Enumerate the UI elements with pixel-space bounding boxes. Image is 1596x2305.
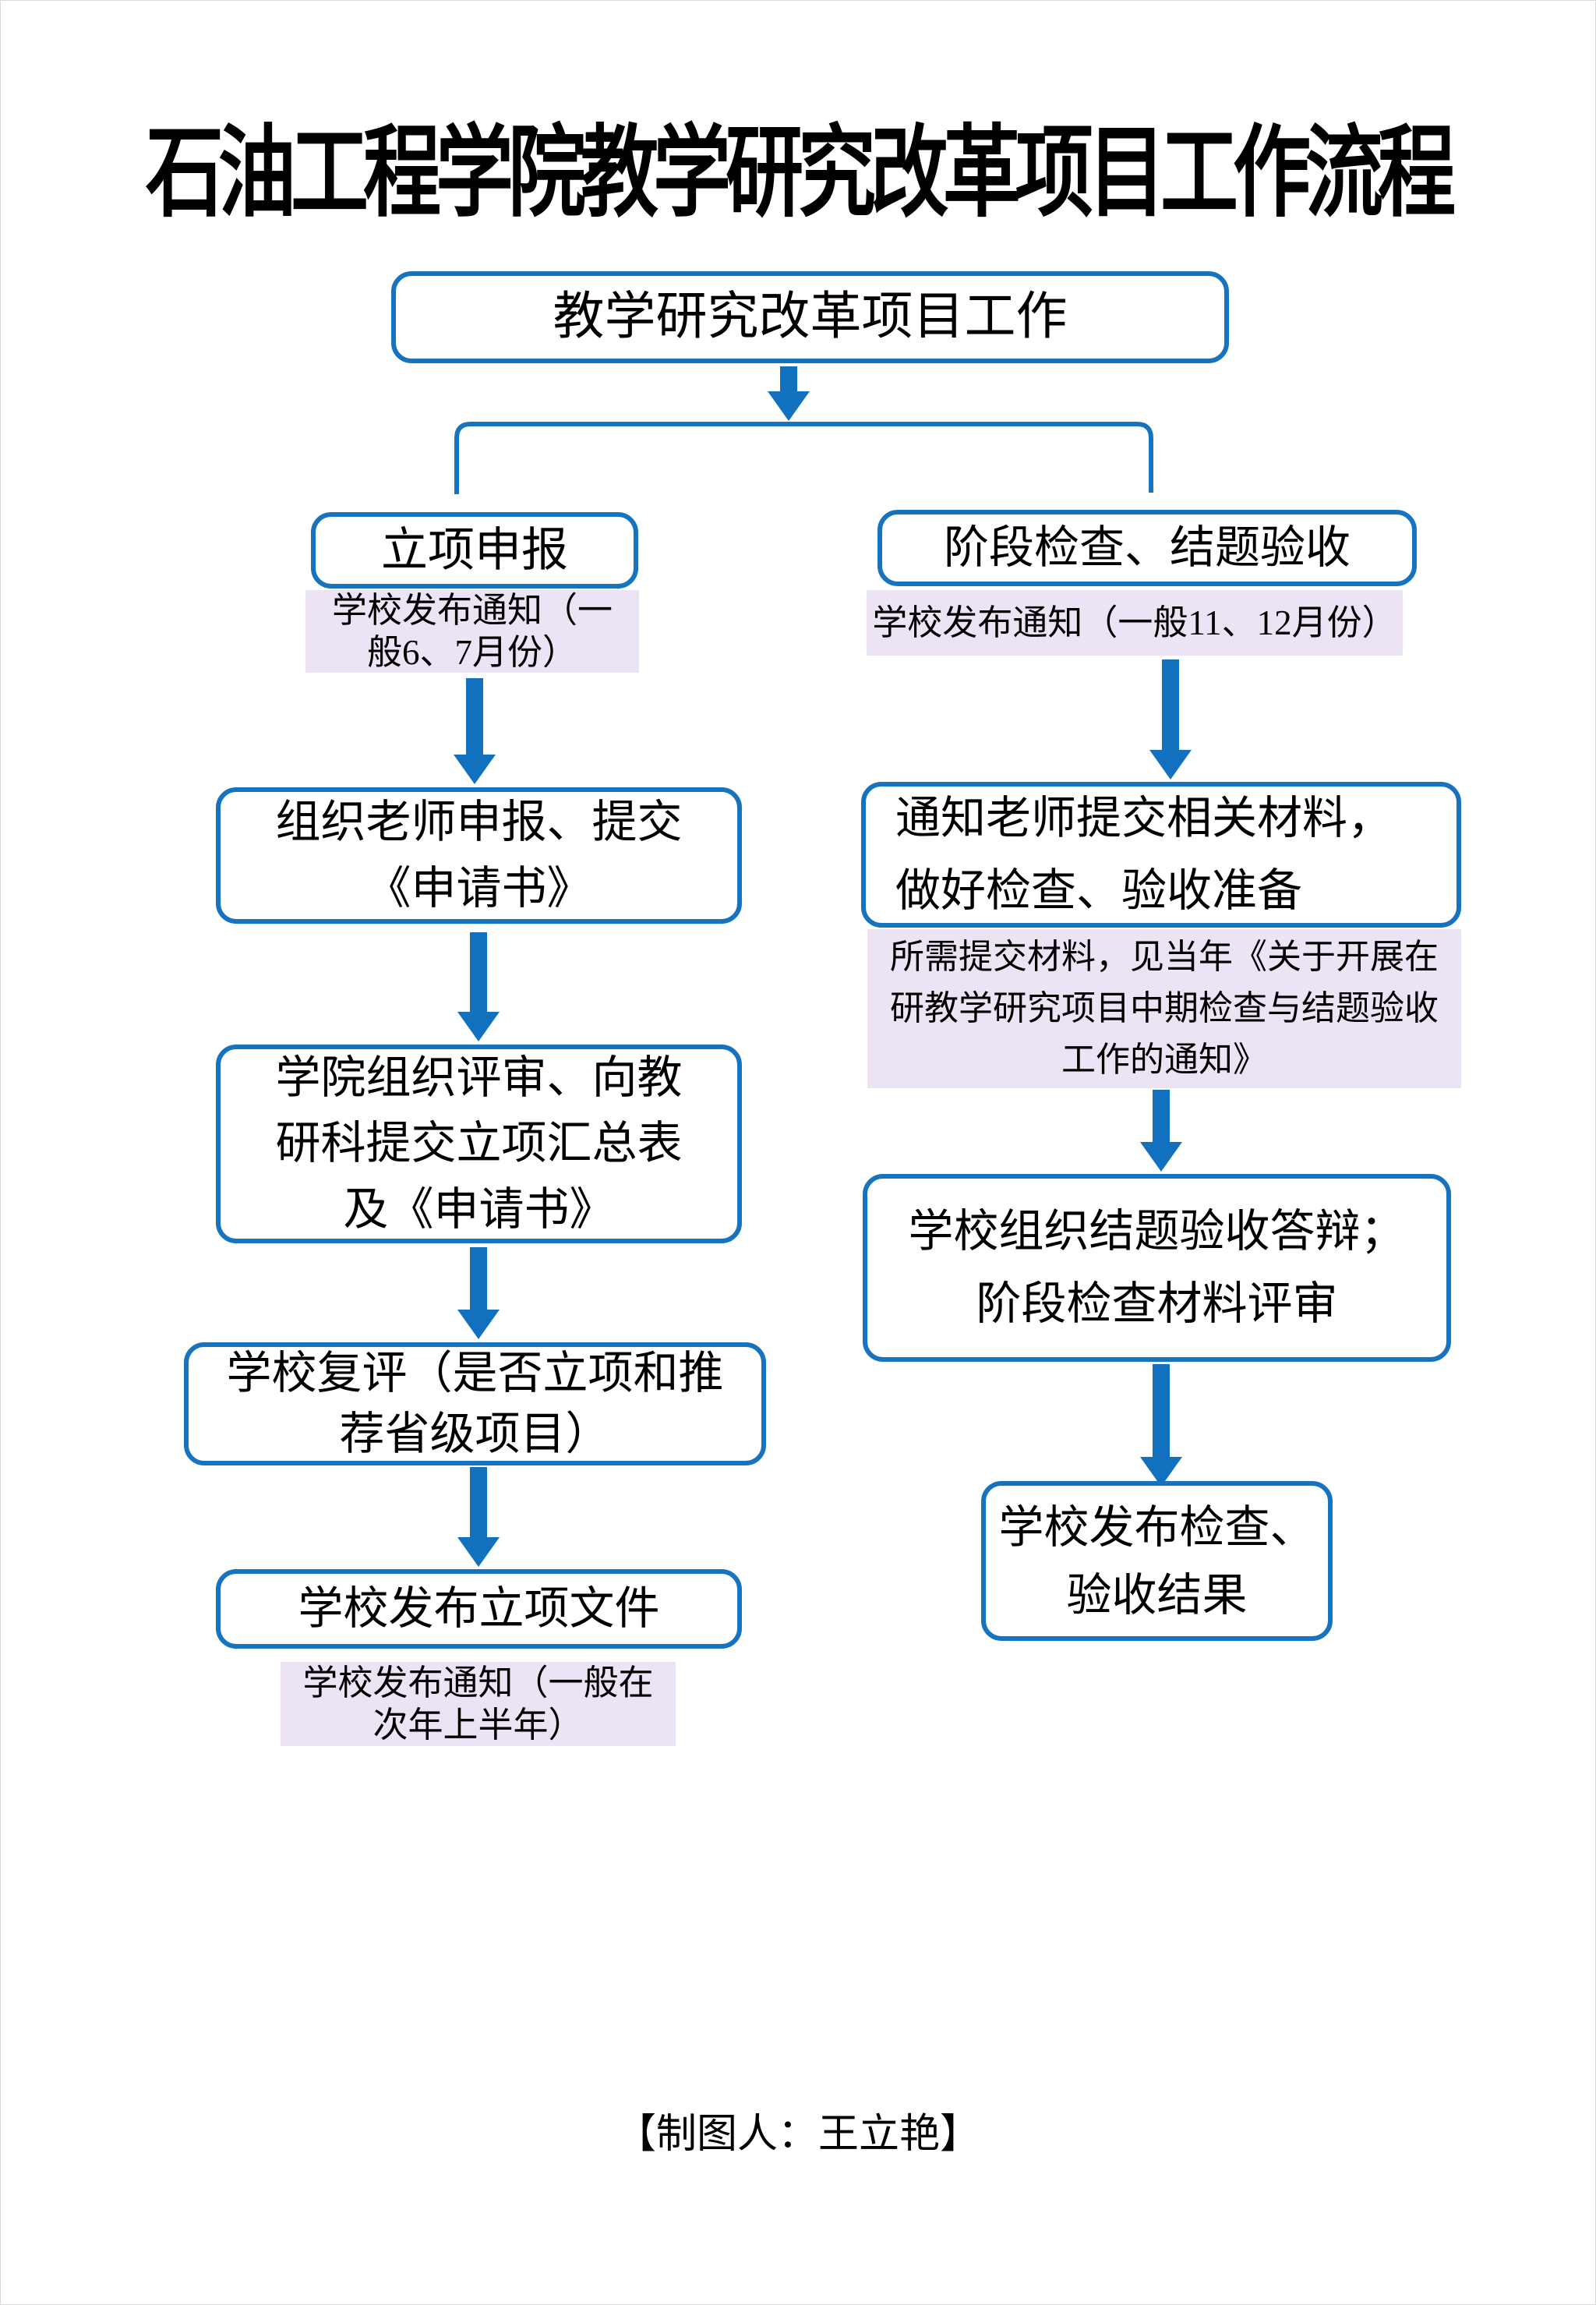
flow-box-right-notify-teachers-materials: 通知老师提交相关材料， 做好检查、验收准备 [861, 782, 1461, 928]
flow-box-left-school-re-review: 学校复评（是否立项和推 荐省级项目） [184, 1342, 766, 1465]
note-right-notice-nov-dec: 学校发布通知（一般11、12月份） [867, 590, 1403, 656]
flow-box-left-college-review-submit-summary: 学院组织评审、向教 研科提交立项汇总表 及《申请书》 [216, 1045, 742, 1243]
flow-arrow-left-3 [457, 1247, 500, 1339]
flow-box-left-organize-teachers-submit: 组织老师申报、提交 《申请书》 [216, 787, 742, 924]
flow-arrow-left-4 [457, 1467, 500, 1567]
note-right-required-materials: 所需提交材料，见当年《关于开展在 研教学研究项目中期检查与结题验收 工作的通知》 [867, 929, 1461, 1088]
flow-arrow-left-1 [454, 678, 496, 784]
flow-arrow-right-1 [1149, 659, 1192, 780]
flow-box-right-stage-check-acceptance: 阶段检查、结题验收 [877, 510, 1417, 586]
note-left-notice-jun-jul: 学校发布通知（一 般6、7月份） [305, 590, 639, 673]
page-title: 石油工程学院教学研究改革项目工作流程 [146, 117, 1456, 229]
flow-arrow-right-2 [1140, 1090, 1182, 1172]
flow-box-right-defense-review: 学校组织结题验收答辩； 阶段检查材料评审 [863, 1174, 1451, 1362]
flow-arrow-right-3 [1140, 1364, 1182, 1487]
branch-bracket [454, 422, 1153, 494]
flow-arrow-root [768, 366, 810, 421]
note-left-notice-next-year: 学校发布通知（一般在 次年上半年） [281, 1662, 676, 1746]
flow-box-left-school-publish-document: 学校发布立项文件 [216, 1569, 742, 1649]
footer-credit: 【制图人：王立艳】 [615, 2112, 980, 2157]
flow-box-root: 教学研究改革项目工作 [391, 271, 1229, 363]
flow-arrow-left-2 [457, 932, 500, 1041]
flow-box-right-publish-results: 学校发布检查、 验收结果 [981, 1481, 1333, 1641]
flow-box-left-project-application: 立项申报 [311, 512, 638, 589]
